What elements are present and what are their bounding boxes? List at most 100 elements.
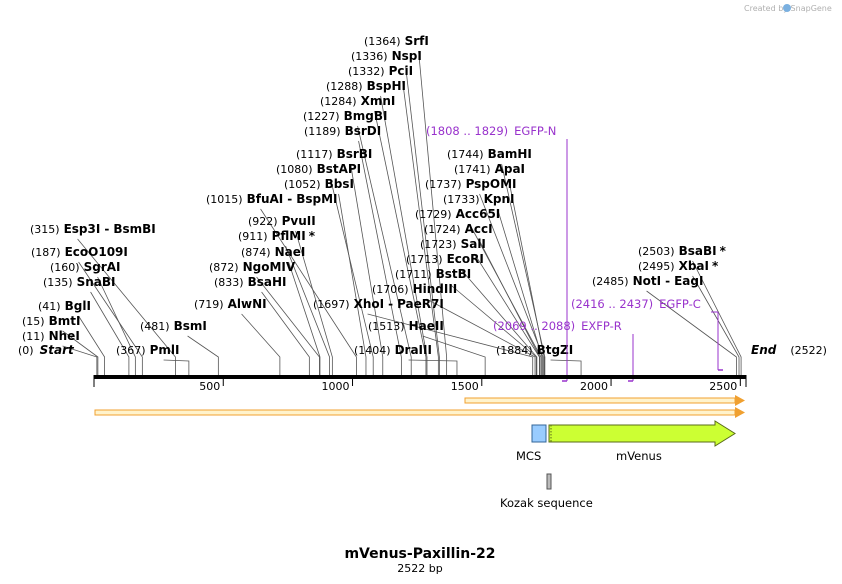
enzyme-name[interactable]: NaeI bbox=[275, 245, 306, 259]
orf-forward-short[interactable] bbox=[464, 395, 745, 406]
enzyme-name[interactable]: SnaBI bbox=[77, 275, 116, 289]
enzyme-name[interactable]: PspOMI bbox=[466, 177, 517, 191]
enzyme-name[interactable]: AccI bbox=[465, 222, 493, 236]
enzyme-name[interactable]: EcoO109I bbox=[65, 245, 128, 259]
enzyme-name[interactable]: KpnI bbox=[484, 192, 515, 206]
enzyme-name-2[interactable]: PaeR7I bbox=[397, 297, 444, 311]
enzyme-pos: (1711) bbox=[395, 268, 432, 281]
enzyme-name[interactable]: BsmI bbox=[174, 319, 207, 333]
enzyme-labels: (11)NheI (15)BmtI (41)BglI (135)SnaBI (1… bbox=[22, 34, 727, 357]
enzyme-name[interactable]: BsaBI bbox=[679, 244, 717, 258]
enzyme-connector-line bbox=[422, 335, 486, 375]
enzyme-name[interactable]: BspHI bbox=[367, 79, 406, 93]
enzyme-name[interactable]: ApaI bbox=[495, 162, 525, 176]
svg-text:(135)SnaBI: (135) SnaBI bbox=[43, 275, 116, 289]
start-label: (0)Start bbox=[18, 343, 75, 357]
enzyme-name[interactable]: PvuII bbox=[282, 214, 316, 228]
enzyme-connector-line bbox=[692, 260, 742, 375]
map-subtitle: 2522 bp bbox=[397, 562, 442, 575]
svg-text:(1737)PspOMI: (1737)PspOMI bbox=[425, 177, 517, 191]
svg-text:(1336)NspI: (1336) NspI bbox=[351, 49, 422, 63]
svg-text:(1723)SalI: (1723)SalI bbox=[420, 237, 486, 251]
svg-text:(367)PmlI: (367) PmlI bbox=[116, 343, 179, 357]
enzyme-name[interactable]: BsrDI bbox=[345, 124, 382, 138]
enzyme-pos: (1697) bbox=[313, 298, 350, 311]
enzyme-pos: (481) bbox=[140, 320, 170, 333]
svg-text:(1729)Acc65I: (1729)Acc65I bbox=[415, 207, 500, 221]
enzyme-name[interactable]: BbsI bbox=[325, 177, 354, 191]
enzyme-pos: (1884) bbox=[496, 344, 533, 357]
enzyme-name[interactable]: BsaHI bbox=[248, 275, 287, 289]
enzyme-name[interactable]: Acc65I bbox=[456, 207, 501, 221]
enzyme-name[interactable]: BtgZI bbox=[537, 343, 574, 357]
svg-text:(1733)KpnI: (1733) KpnI bbox=[443, 192, 514, 206]
svg-text:(1741)ApaI: (1741)ApaI bbox=[454, 162, 525, 176]
feature-mvenus[interactable]: mVenus bbox=[548, 420, 736, 463]
enzyme-name[interactable]: HaeII bbox=[409, 319, 444, 333]
enzyme-pos: (135) bbox=[43, 276, 73, 289]
enzyme-pos: (2503) bbox=[638, 245, 675, 258]
enzyme-name[interactable]: XhoI bbox=[354, 297, 385, 311]
enzyme-name[interactable]: NheI bbox=[49, 329, 80, 343]
enzyme-name[interactable]: PmlI bbox=[150, 343, 180, 357]
enzyme-connector-line bbox=[374, 110, 427, 375]
svg-text:(1284)XmnI: (1284)XmnI bbox=[320, 94, 395, 108]
enzyme-connector-line bbox=[77, 238, 176, 375]
enzyme-name[interactable]: NgoMIV bbox=[243, 260, 296, 274]
enzyme-connector-line bbox=[187, 335, 219, 375]
enzyme-name[interactable]: NspI bbox=[392, 49, 422, 63]
feature-mcs[interactable]: MCS bbox=[516, 424, 547, 463]
enzyme-pos: (874) bbox=[241, 246, 271, 259]
enzyme-name[interactable]: BstAPI bbox=[317, 162, 362, 176]
enzyme-name[interactable]: NotI bbox=[633, 274, 662, 288]
enzyme-name[interactable]: XmnI bbox=[361, 94, 396, 108]
star-icon: * bbox=[712, 259, 719, 273]
enzyme-connector-line bbox=[261, 291, 310, 375]
enzyme-connector-line bbox=[256, 276, 320, 375]
enzyme-name[interactable]: PflMI bbox=[272, 229, 306, 243]
enzyme-pos: (367) bbox=[116, 344, 146, 357]
enzyme-name[interactable]: PciI bbox=[389, 64, 414, 78]
orf-forward-long[interactable] bbox=[94, 407, 745, 418]
feature-kozak[interactable]: Kozak sequence bbox=[500, 473, 593, 510]
enzyme-name[interactable]: SrfI bbox=[405, 34, 429, 48]
enzyme-name[interactable]: SgrAI bbox=[84, 260, 121, 274]
enzyme-pos: (1724) bbox=[424, 223, 461, 236]
enzyme-name-2[interactable]: BsmBI bbox=[113, 222, 155, 236]
enzyme-name[interactable]: BglI bbox=[65, 299, 91, 313]
enzyme-name[interactable]: XbaI bbox=[679, 259, 709, 273]
enzyme-name[interactable]: BmgBI bbox=[344, 109, 388, 123]
snapgene-logo-icon bbox=[783, 4, 791, 12]
enzyme-pos: (11) bbox=[22, 330, 45, 343]
star-icon: * bbox=[309, 229, 316, 243]
enzyme-name[interactable]: Esp3I bbox=[64, 222, 101, 236]
svg-text:(2495)XbaI*: (2495)XbaI* bbox=[638, 259, 719, 273]
enzyme-connector-line bbox=[508, 178, 545, 375]
enzyme-pos: (1733) bbox=[443, 193, 480, 206]
enzyme-pos: (1336) bbox=[351, 50, 388, 63]
enzyme-pos: (1015) bbox=[206, 193, 243, 206]
enzyme-name[interactable]: BstBI bbox=[436, 267, 472, 281]
primer-exfp-r[interactable]: (2069 .. 2088)EXFP-R bbox=[493, 319, 634, 382]
scale-tick-label: 2000 bbox=[580, 380, 608, 393]
star-icon: * bbox=[720, 244, 727, 258]
enzyme-name[interactable]: EcoRI bbox=[447, 252, 484, 266]
enzyme-name-2[interactable]: BspMI bbox=[296, 192, 337, 206]
enzyme-name[interactable]: SalI bbox=[461, 237, 486, 251]
enzyme-name[interactable]: BmtI bbox=[49, 314, 81, 328]
enzyme-connector-line bbox=[295, 230, 333, 375]
enzyme-pos: (1706) bbox=[372, 283, 409, 296]
primer-egfp-c[interactable]: (2416 .. 2437)EGFP-C bbox=[571, 297, 723, 371]
primer-egfp-n[interactable]: (1808 .. 1829)EGFP-N bbox=[426, 124, 568, 382]
enzyme-pos: (922) bbox=[248, 215, 278, 228]
enzyme-name[interactable]: BfuAI bbox=[247, 192, 284, 206]
enzyme-name[interactable]: AlwNI bbox=[228, 297, 267, 311]
enzyme-name[interactable]: BamHI bbox=[488, 147, 532, 161]
svg-text:(1724)AccI: (1724) AccI bbox=[424, 222, 493, 236]
enzyme-name[interactable]: BsrBI bbox=[337, 147, 373, 161]
enzyme-name-2[interactable]: EagI bbox=[674, 274, 703, 288]
enzyme-name[interactable]: HindIII bbox=[413, 282, 458, 296]
svg-text:(922)PvuII: (922) PvuII bbox=[248, 214, 316, 228]
svg-text:(1080)BstAPI: (1080)BstAPI bbox=[276, 162, 361, 176]
enzyme-name[interactable]: DraIII bbox=[395, 343, 432, 357]
